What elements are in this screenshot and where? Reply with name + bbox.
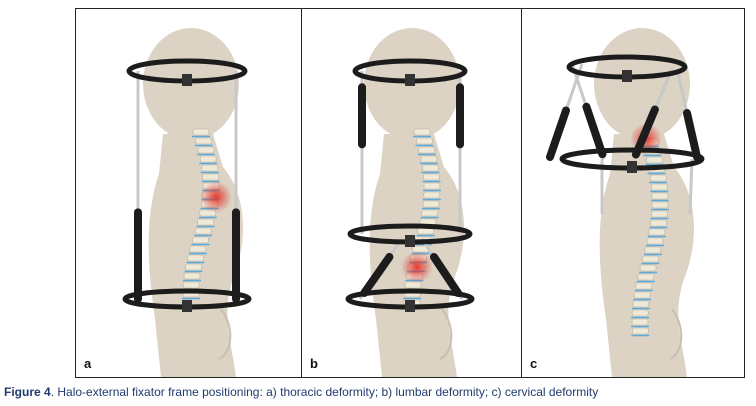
- vertebra: [642, 255, 659, 263]
- vertebra: [644, 246, 662, 254]
- vertebra: [192, 128, 210, 136]
- frame-strut: [546, 106, 570, 161]
- vertebra: [422, 164, 439, 172]
- vertebra: [197, 218, 214, 226]
- vertebra: [189, 245, 207, 253]
- vertebra: [420, 155, 438, 163]
- frame-strut: [582, 102, 607, 159]
- vertebra: [416, 137, 433, 145]
- vertebra: [646, 237, 664, 245]
- ring-clamp: [405, 74, 415, 86]
- figure: a b c: [75, 8, 745, 378]
- vertebra: [183, 272, 201, 280]
- deformity-highlight: [401, 251, 433, 283]
- vertebra: [635, 282, 653, 290]
- vertebra: [423, 191, 441, 199]
- vertebra: [197, 146, 215, 154]
- vertebra: [648, 228, 666, 236]
- vertebra: [646, 156, 663, 164]
- panel-a: a: [76, 9, 301, 377]
- vertebra: [199, 155, 217, 163]
- panel-label-c: c: [530, 356, 538, 371]
- panel-label-a: a: [84, 356, 92, 371]
- torso-silhouette: [599, 134, 695, 377]
- caption-label: Figure 4: [4, 385, 51, 399]
- vertebra: [202, 173, 220, 181]
- panel-b: b: [301, 9, 521, 377]
- ring-clamp: [405, 235, 415, 247]
- lumbar-halo-illustration: [345, 28, 475, 377]
- frame-rod: [688, 158, 694, 215]
- vertebra: [423, 182, 441, 190]
- vertebra: [192, 236, 209, 244]
- arm-outline: [439, 308, 453, 360]
- ring-clamp: [182, 74, 192, 86]
- frame-strut: [430, 253, 462, 297]
- ring-clamp: [405, 300, 415, 312]
- vertebra: [421, 209, 439, 217]
- vertebra: [651, 201, 669, 209]
- frame-strut: [683, 109, 701, 161]
- vertebra: [649, 174, 667, 182]
- ring-clamp: [627, 161, 637, 173]
- vertebra: [651, 210, 668, 218]
- vertebra: [650, 183, 668, 191]
- vertebra: [639, 264, 657, 272]
- vertebra: [632, 300, 650, 308]
- vertebra: [418, 146, 436, 154]
- vertebra: [632, 327, 649, 335]
- vertebra: [413, 128, 431, 136]
- vertebra: [195, 137, 212, 145]
- cervical-halo-illustration: [546, 28, 705, 377]
- frame-strut: [360, 253, 394, 297]
- vertebra: [637, 273, 655, 281]
- panel-label-b: b: [310, 356, 318, 371]
- arm-outline: [669, 308, 683, 360]
- arm-outline: [218, 308, 232, 360]
- head-silhouette: [594, 28, 690, 140]
- vertebra: [187, 254, 204, 262]
- vertebra: [182, 281, 200, 289]
- vertebra: [631, 309, 649, 317]
- vertebra: [201, 164, 219, 172]
- vertebra: [633, 291, 651, 299]
- vertebra: [194, 227, 212, 235]
- vertebra: [422, 200, 440, 208]
- ring-clamp: [622, 70, 632, 82]
- vertebra: [651, 192, 669, 200]
- deformity-highlight: [200, 181, 232, 213]
- thoracic-halo-illustration: [122, 28, 252, 377]
- ring-clamp: [182, 300, 192, 312]
- vertebra: [631, 318, 649, 326]
- vertebra: [185, 263, 202, 271]
- vertebra: [650, 219, 667, 227]
- frame-strut: [631, 105, 659, 159]
- figure-caption: Figure 4. Halo-external fixator frame po…: [4, 385, 598, 399]
- vertebra: [423, 173, 440, 181]
- panel-c: c: [521, 9, 744, 377]
- caption-text: . Halo-external fixator frame positionin…: [50, 385, 599, 399]
